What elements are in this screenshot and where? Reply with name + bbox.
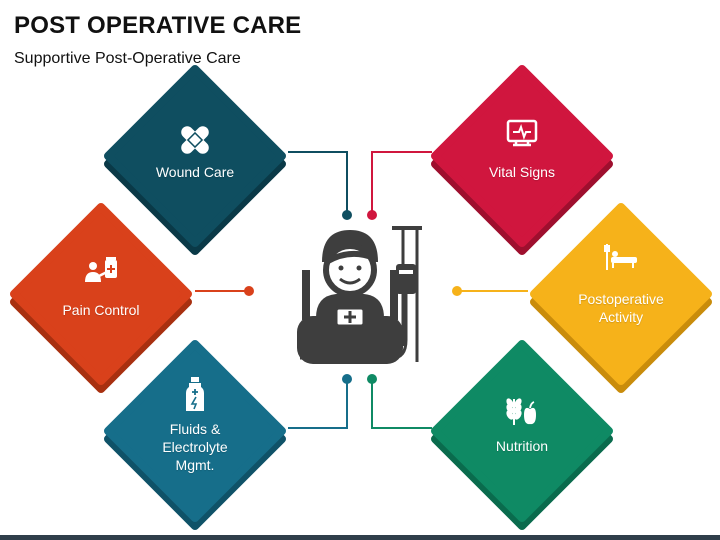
bedridden-patient-icon: [297, 226, 422, 364]
fluids-connector-dot: [342, 374, 352, 384]
nutrition-label: Nutrition: [495, 438, 549, 454]
bandage-icon: [181, 126, 209, 154]
fluids-label: Fluids & Electrolyte Mgmt.: [162, 421, 228, 473]
pain-label: Pain Control: [62, 302, 140, 318]
heart-monitor-icon: [506, 119, 538, 147]
pain-connector-dot: [244, 286, 254, 296]
page-title: POST OPERATIVE CARE: [14, 12, 302, 39]
wound-label: Wound Care: [155, 164, 235, 180]
nutrition-connector-dot: [367, 374, 377, 384]
page-subtitle: Supportive Post-Operative Care: [14, 50, 241, 67]
wound-diamond[interactable]: [104, 65, 286, 255]
fluids-diamond[interactable]: [104, 340, 286, 530]
connectors: [195, 151, 528, 429]
nutrition-connector: [371, 379, 432, 429]
pain-diamond[interactable]: [10, 203, 192, 393]
patient-medicine-icon: [85, 257, 117, 282]
vital-connector-dot: [367, 210, 377, 220]
nutrition-diamond[interactable]: [431, 340, 613, 530]
footer-bar: [0, 535, 720, 540]
wound-connector-dot: [342, 210, 352, 220]
vital-diamond[interactable]: [431, 65, 613, 255]
diamonds: [10, 65, 712, 530]
bottle-icon: [186, 377, 204, 411]
fluids-connector: [288, 379, 348, 429]
vital-label: Vital Signs: [489, 164, 555, 180]
wound-connector: [288, 151, 348, 215]
activity-diamond[interactable]: [530, 203, 712, 393]
wheat-apple-icon: [506, 398, 536, 425]
iv-stretcher-icon: [604, 244, 637, 270]
activity-connector-dot: [452, 286, 462, 296]
activity-label: Postoperative Activity: [578, 291, 664, 325]
vital-connector: [371, 151, 432, 215]
